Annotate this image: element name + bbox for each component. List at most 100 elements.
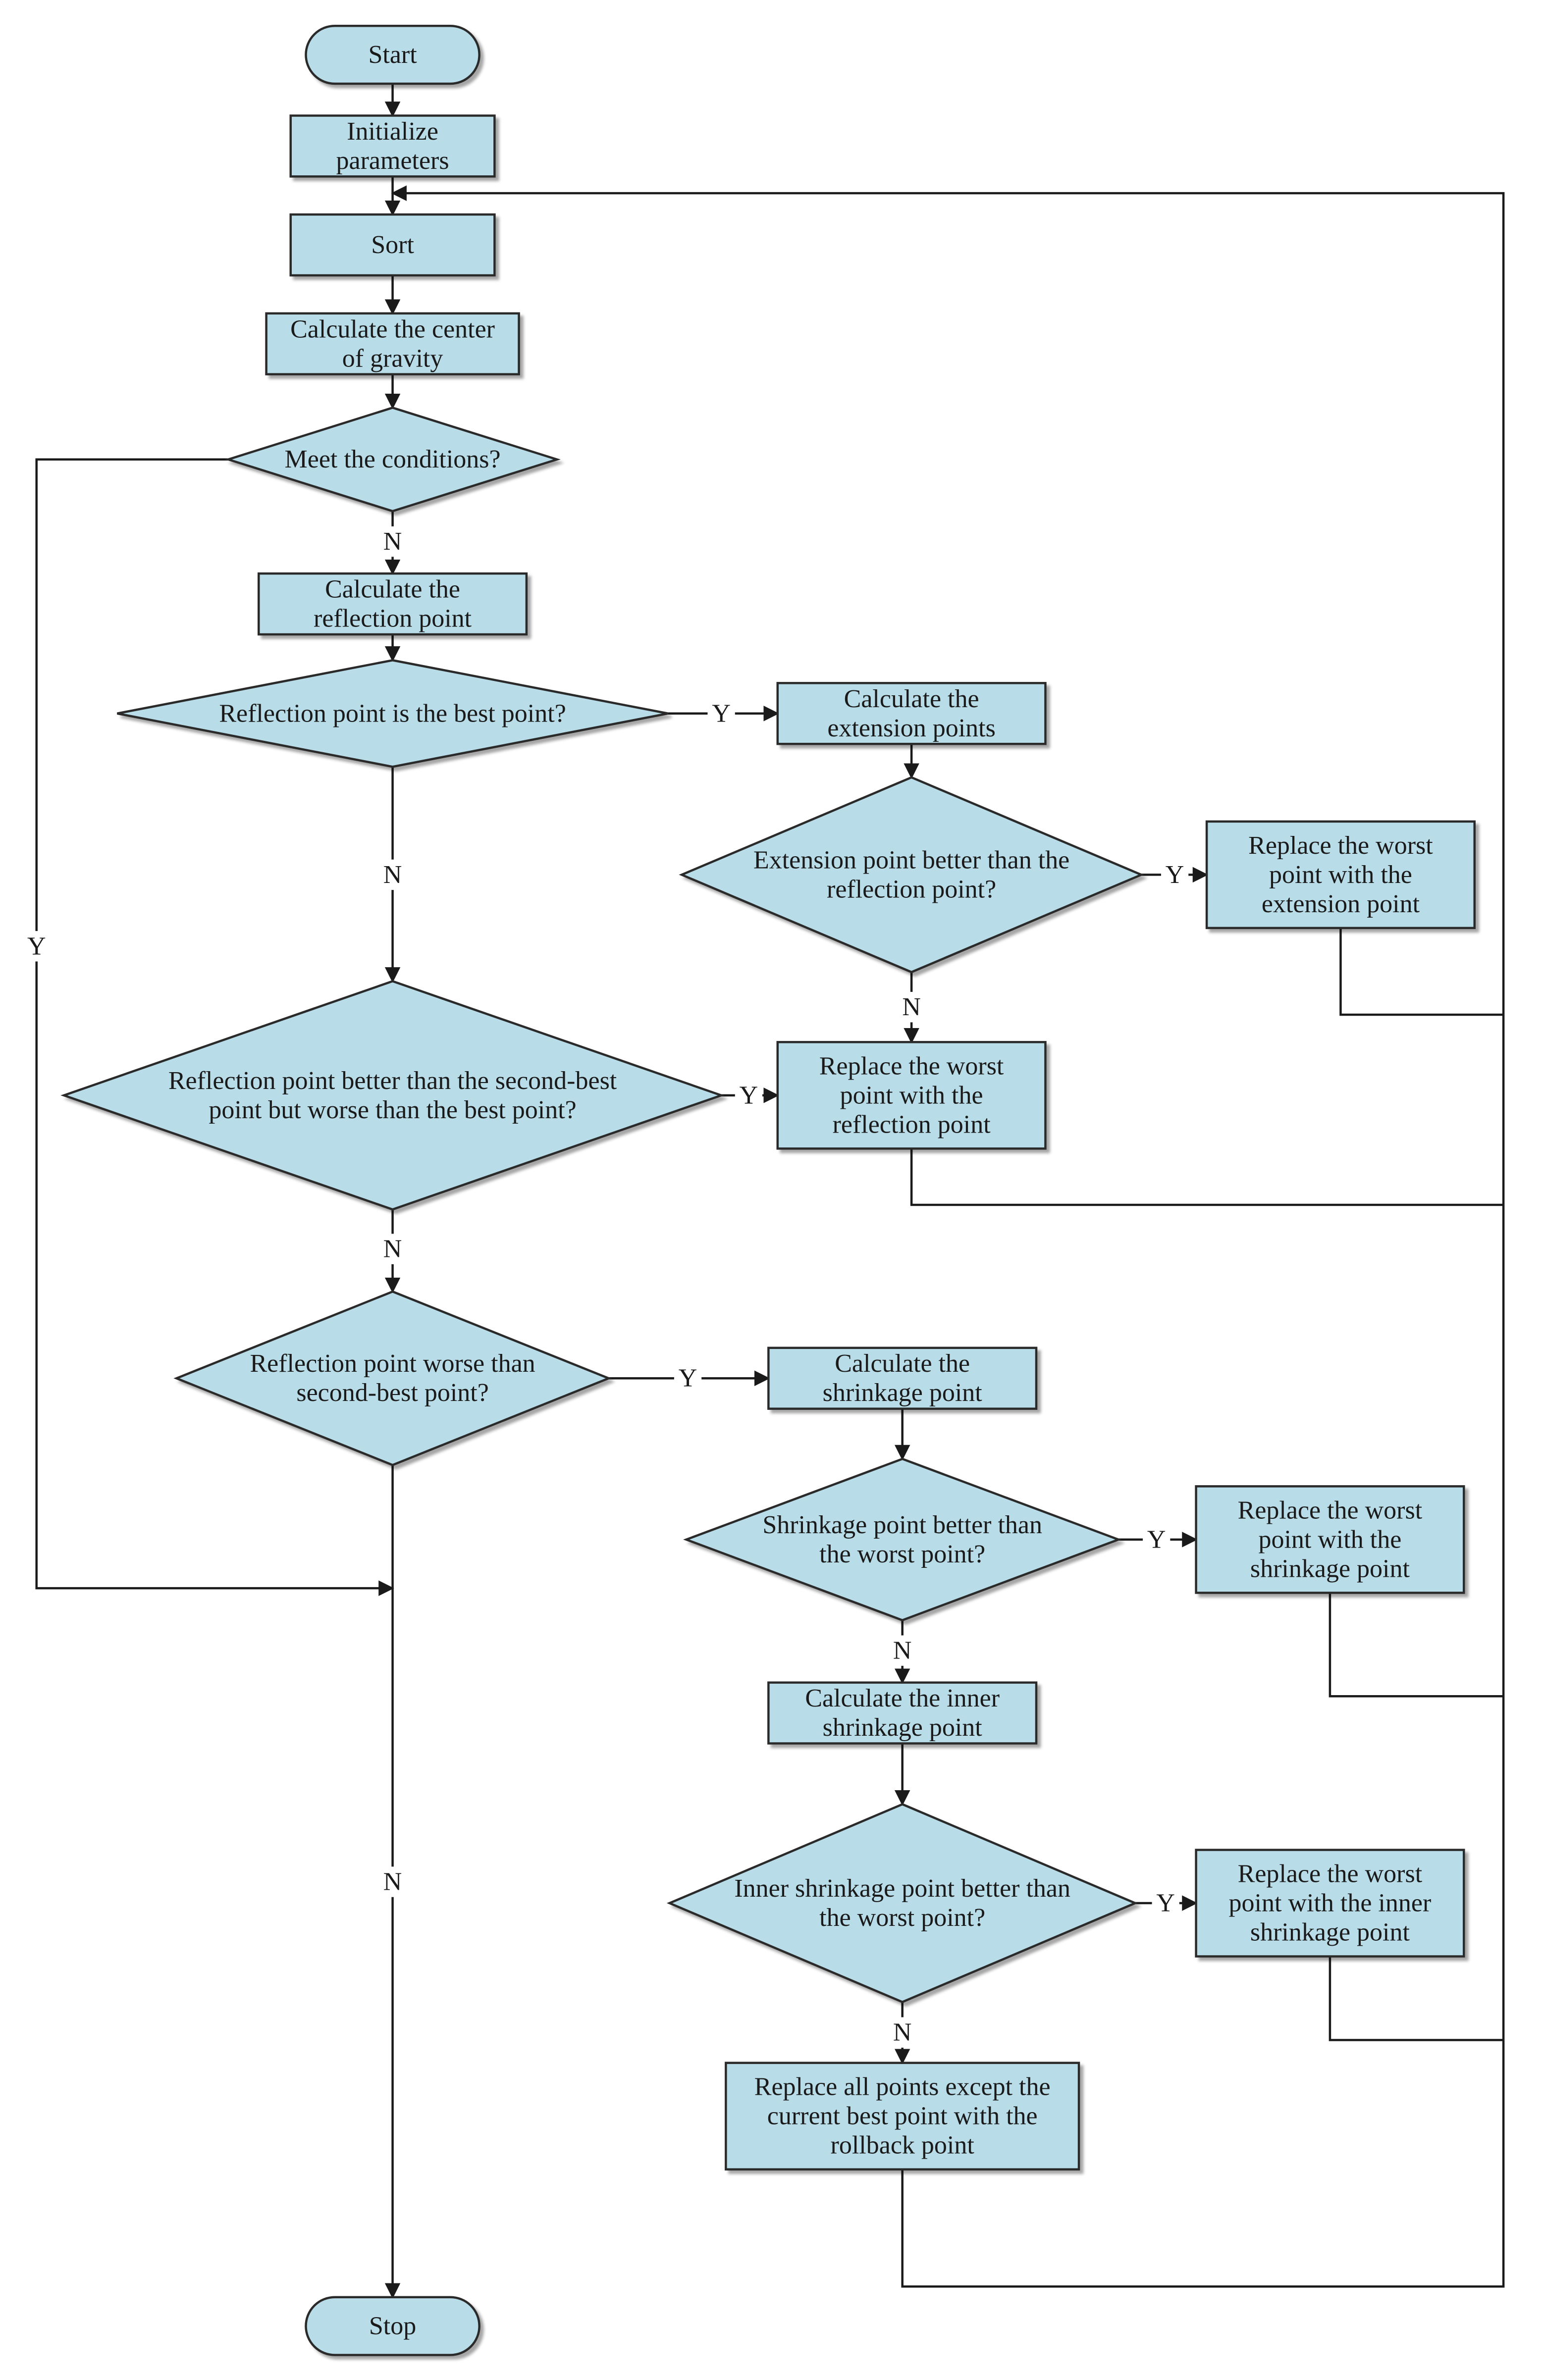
node-text-line: extension points xyxy=(827,714,995,742)
node-text-line: Shrinkage point better than xyxy=(762,1511,1042,1539)
label-dinner-no: N xyxy=(889,2017,916,2048)
node-sort: Sort xyxy=(289,213,496,277)
node-text-line: point with the xyxy=(1269,861,1412,889)
node-text-line: point but worse than the best point? xyxy=(209,1096,576,1124)
edge-label-text: N xyxy=(893,2018,912,2047)
node-d-best: Reflection point is the best point? xyxy=(117,659,669,768)
node-text-line: rollback point xyxy=(831,2131,975,2160)
edge-repref-loop xyxy=(910,1148,1504,1206)
node-text-line: Replace all points except the xyxy=(754,2073,1051,2101)
terminal-shape xyxy=(305,2296,480,2356)
node-text-line: reflection point? xyxy=(827,875,996,903)
node-text-line: shrinkage point xyxy=(1250,1918,1410,1947)
decision-diamond xyxy=(224,406,561,513)
process-box xyxy=(1205,820,1476,930)
label-dext-no: N xyxy=(898,991,925,1023)
process-box xyxy=(257,572,528,636)
decision-diamond xyxy=(117,659,669,768)
terminal-shape xyxy=(305,24,480,85)
node-text-line: reflection point xyxy=(833,1110,991,1138)
node-text-line: shrinkage point xyxy=(823,1379,983,1407)
edge-repext-loop xyxy=(1339,928,1504,1016)
decision-diamond xyxy=(683,1457,1122,1622)
node-text-line: Reflection point better than the second-… xyxy=(168,1067,617,1095)
process-box xyxy=(776,1041,1047,1150)
process-box xyxy=(1195,1485,1465,1594)
node-d-ext: Extension point better than thereflectio… xyxy=(679,776,1144,974)
node-text-line: Inner shrinkage point better than xyxy=(734,1874,1070,1903)
node-text-line: Reflection point worse than xyxy=(250,1349,535,1378)
node-text-line: the worst point? xyxy=(819,1904,985,1932)
process-box xyxy=(1195,1849,1465,1958)
process-box xyxy=(289,114,496,178)
node-text-line: shrinkage point xyxy=(1250,1554,1410,1583)
node-text-line: point with the xyxy=(840,1081,983,1109)
node-text-line: Calculate the xyxy=(325,575,460,604)
node-text-line: Calculate the xyxy=(844,685,979,713)
edge-label-text: Y xyxy=(1147,1525,1166,1553)
label-dinner-yes: Y xyxy=(1152,1888,1179,1918)
node-text-line: parameters xyxy=(336,147,449,175)
edge-label-text: Y xyxy=(740,1081,758,1109)
edge-label-text: N xyxy=(383,1868,402,1896)
edge-label-text: N xyxy=(893,1637,912,1665)
process-box xyxy=(289,213,496,277)
label-dsecond-no: N xyxy=(378,1234,407,1264)
node-text-line: point with the xyxy=(1258,1525,1401,1553)
node-text-line: Calculate the inner xyxy=(805,1684,1000,1712)
label-dworse-no: N xyxy=(378,1866,407,1897)
node-text-line: reflection point xyxy=(314,605,472,633)
node-text-line: Calculate the center xyxy=(290,315,495,343)
node-text-line: of gravity xyxy=(342,344,443,372)
decision-diamond xyxy=(173,1290,612,1466)
edge-repshrink-loop xyxy=(1329,1593,1504,1698)
edge-label-text: Y xyxy=(27,932,46,960)
node-text-line: Extension point better than the xyxy=(753,846,1069,874)
edge-label-text: N xyxy=(383,527,402,556)
label-dshrink-no: N xyxy=(889,1635,916,1666)
node-text-line: the worst point? xyxy=(819,1540,985,1568)
node-text-line: Sort xyxy=(371,231,414,259)
node-text-line: Start xyxy=(368,41,417,69)
process-box xyxy=(767,1346,1038,1410)
decision-diamond xyxy=(60,980,725,1211)
label-dshrink-yes: Y xyxy=(1143,1524,1171,1555)
node-text-line: Stop xyxy=(369,2312,416,2340)
edge-label-text: Y xyxy=(679,1364,697,1393)
process-box xyxy=(725,2062,1080,2171)
node-text-line: Replace the worst xyxy=(1238,1496,1423,1524)
node-d-second: Reflection point better than the second-… xyxy=(60,980,725,1211)
label-cond-yes: Y xyxy=(23,931,51,962)
node-text-line: Replace the worst xyxy=(819,1052,1004,1080)
process-box xyxy=(776,682,1047,745)
node-text-line: Reflection point is the best point? xyxy=(219,699,566,727)
node-text-line: Replace the worst xyxy=(1248,831,1433,860)
node-text-line: point with the inner xyxy=(1229,1889,1432,1917)
edge-repinner-loop xyxy=(1329,1956,1504,2041)
label-dbest-yes: Y xyxy=(707,698,735,729)
node-stop: Stop xyxy=(305,2296,480,2356)
edge-label-text: Y xyxy=(712,699,731,727)
process-box xyxy=(265,312,520,375)
label-dworse-yes: Y xyxy=(674,1363,702,1394)
node-text-line: Meet the conditions? xyxy=(285,445,501,473)
node-cond: Meet the conditions? xyxy=(224,406,561,513)
label-cond-no: N xyxy=(378,526,407,557)
edge-cond-yes-stop xyxy=(35,458,394,1596)
edge-label-text: N xyxy=(383,861,402,889)
node-text-line: Replace the worst xyxy=(1238,1860,1423,1888)
